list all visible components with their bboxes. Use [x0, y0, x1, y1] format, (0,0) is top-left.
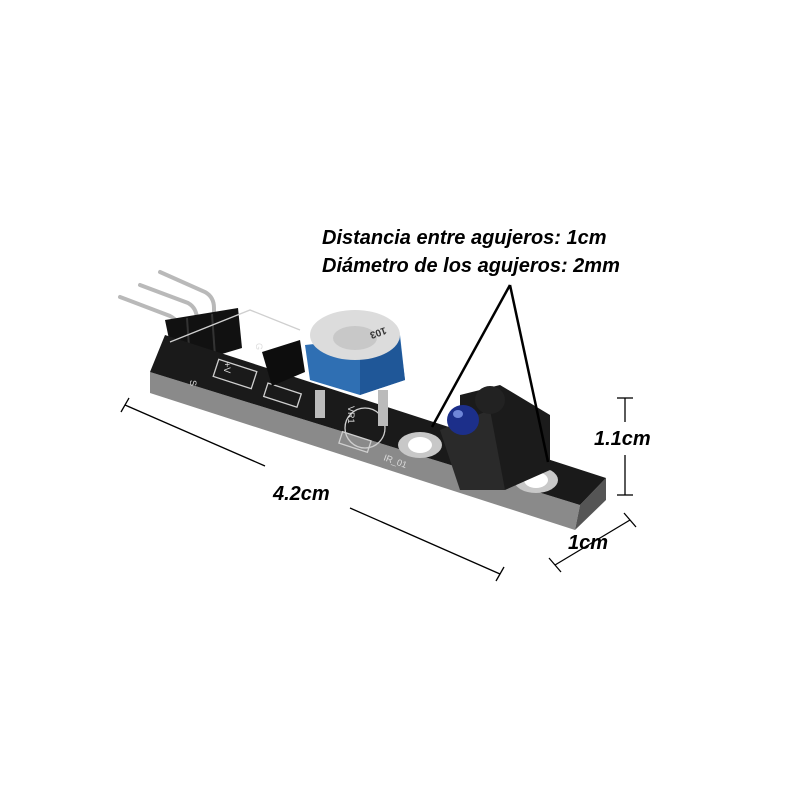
ir-led — [447, 405, 479, 435]
height-label: 1.1cm — [594, 428, 651, 450]
potentiometer: 103 — [305, 310, 405, 426]
silk-vr1: VR1 — [346, 406, 356, 424]
hole-pointer-lines — [430, 284, 550, 463]
width-label: 1cm — [568, 532, 608, 554]
ir-sensor — [440, 385, 550, 490]
silk-g: G — [254, 343, 264, 350]
hole-spacing-label: Distancia entre agujeros: 1cm — [322, 227, 607, 249]
length-label: 4.2cm — [272, 483, 330, 505]
dimension-lines — [120, 397, 637, 582]
silk-s: S — [188, 380, 198, 386]
hole-diameter-label: Diámetro de los agujeros: 2mm — [322, 255, 620, 277]
silk-v: +V — [222, 362, 232, 373]
